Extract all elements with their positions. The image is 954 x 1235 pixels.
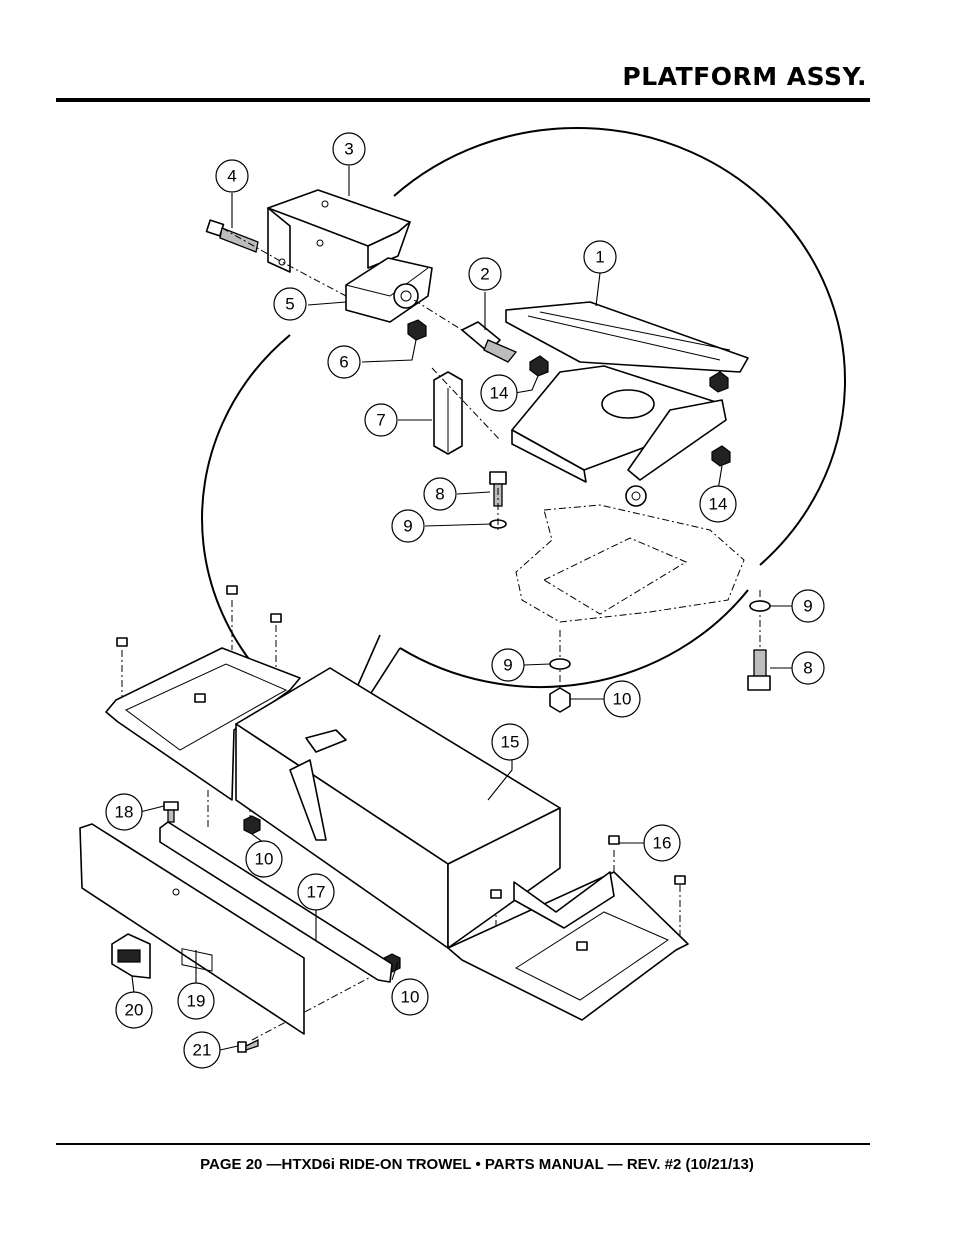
bolt-part-8b	[747, 649, 771, 691]
callout-8b: 8	[791, 651, 825, 685]
callout-2: 2	[468, 257, 502, 291]
callout-9a: 9	[391, 509, 425, 543]
svg-text:8: 8	[803, 659, 812, 678]
pin-part-2	[461, 321, 518, 363]
callout-4: 4	[215, 159, 249, 193]
plate-bend	[513, 871, 615, 929]
svg-text:1: 1	[595, 248, 604, 267]
callout-10c: 10	[391, 978, 429, 1016]
header-rule	[56, 98, 870, 102]
nut-part-14b	[711, 445, 731, 467]
washer-part-9c	[549, 658, 571, 670]
washer-part-9b	[749, 600, 771, 612]
callout-9b: 9	[791, 589, 825, 623]
svg-text:7: 7	[376, 411, 385, 430]
callout-14a: 14	[480, 374, 518, 412]
footer-rule	[56, 1143, 870, 1145]
leader-lines	[131, 166, 796, 1051]
callout-20: 20	[115, 991, 153, 1029]
left-plate-cutout	[125, 663, 288, 751]
svg-text:3: 3	[344, 140, 353, 159]
latch-part-20	[111, 933, 151, 979]
floor-plate-cutout	[542, 537, 688, 615]
right-plate-cutout	[514, 911, 670, 1001]
bolt-part-4	[205, 219, 259, 253]
left-platform-plate	[105, 647, 301, 801]
svg-text:21: 21	[193, 1041, 212, 1060]
callout-16: 16	[643, 824, 681, 862]
spacer-part-7	[433, 371, 463, 455]
callout-17: 17	[297, 873, 335, 911]
bracket-part-3	[267, 189, 411, 273]
pivot-block-part-5	[345, 257, 433, 323]
bolt-part-18	[163, 801, 179, 823]
svg-text:17: 17	[307, 883, 326, 902]
callout-14b: 14	[699, 485, 737, 523]
svg-text:9: 9	[503, 656, 512, 675]
callout-3: 3	[332, 132, 366, 166]
callout-10a: 10	[603, 680, 641, 718]
nut-part-14a	[529, 355, 549, 377]
svg-text:9: 9	[403, 517, 412, 536]
floor-plate-outline	[515, 504, 745, 623]
page-footer: PAGE 20 —HTXD6i RIDE-ON TROWEL • PARTS M…	[200, 1156, 754, 1173]
callout-5: 5	[273, 287, 307, 321]
svg-text:14: 14	[490, 384, 509, 403]
svg-text:9: 9	[803, 597, 812, 616]
page-title: PLATFORM ASSY.	[622, 62, 867, 91]
screw-part-21	[237, 1038, 259, 1053]
svg-text:14: 14	[709, 495, 728, 514]
svg-text:2: 2	[480, 265, 489, 284]
callout-9c: 9	[491, 648, 525, 682]
svg-text:18: 18	[115, 803, 134, 822]
callout-1: 1	[583, 240, 617, 274]
svg-text:10: 10	[613, 690, 632, 709]
callout-8a: 8	[423, 477, 457, 511]
svg-text:5: 5	[285, 295, 294, 314]
callout-10b: 10	[245, 840, 283, 878]
nut-part-6	[407, 319, 427, 341]
svg-text:10: 10	[255, 850, 274, 869]
svg-text:20: 20	[125, 1001, 144, 1020]
strip-part-17	[159, 821, 393, 983]
callout-15: 15	[491, 723, 529, 761]
callout-7: 7	[364, 403, 398, 437]
right-platform-plate	[447, 871, 689, 1021]
callout-6: 6	[327, 345, 361, 379]
nut-part-10a	[549, 687, 571, 713]
svg-text:8: 8	[435, 485, 444, 504]
svg-text:19: 19	[187, 992, 206, 1011]
svg-text:4: 4	[227, 167, 236, 186]
svg-text:10: 10	[401, 988, 420, 1007]
callout-18: 18	[105, 793, 143, 831]
nut-part-10b	[243, 815, 261, 835]
svg-text:15: 15	[501, 733, 520, 752]
screws-right	[490, 835, 686, 951]
panel-part-19	[79, 823, 305, 1035]
screws-left	[116, 585, 282, 703]
svg-text:6: 6	[339, 353, 348, 372]
enclosure-part-15	[235, 667, 561, 949]
callout-21: 21	[183, 1031, 221, 1069]
callout-19: 19	[177, 982, 215, 1020]
pedal-part-1	[505, 301, 749, 507]
svg-text:16: 16	[653, 834, 672, 853]
